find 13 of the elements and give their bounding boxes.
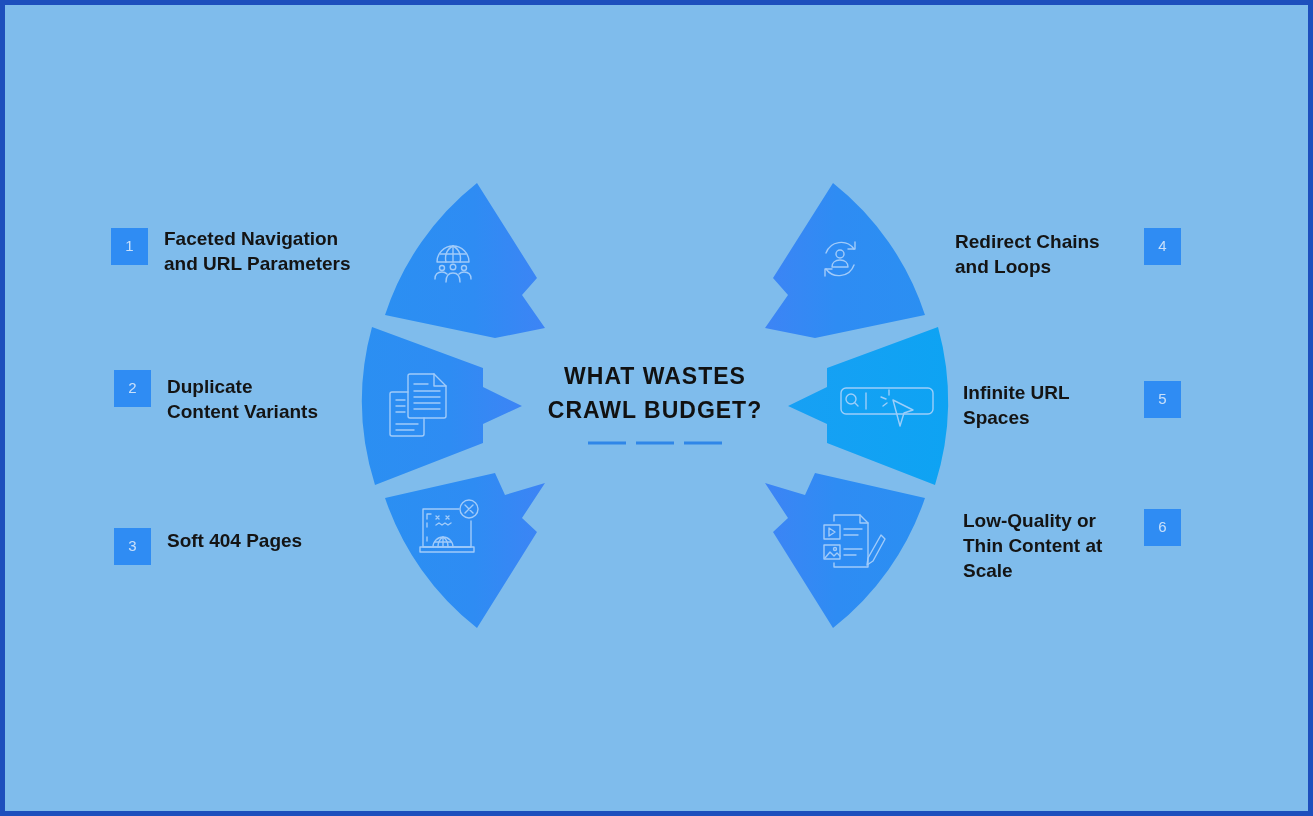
item-label: Duplicate Content Variants (167, 375, 319, 424)
number-tile: 1 (111, 228, 148, 265)
number-tile: 2 (114, 370, 151, 407)
item-label: Soft 404 Pages (167, 529, 304, 553)
number-tile: 6 (1144, 509, 1181, 546)
number-tile: 5 (1144, 381, 1181, 418)
item-label: Redirect Chains and Loops (955, 230, 1101, 279)
item-label: Infinite URL Spaces (963, 381, 1071, 430)
number-tile: 3 (114, 528, 151, 565)
item-label: Faceted Navigation and URL Parameters (164, 227, 352, 276)
number-tile: 4 (1144, 228, 1181, 265)
diagram-title: WHAT WASTES CRAWL BUDGET? (546, 362, 764, 425)
item-label: Low-Quality or Thin Content at Scale (963, 509, 1104, 583)
